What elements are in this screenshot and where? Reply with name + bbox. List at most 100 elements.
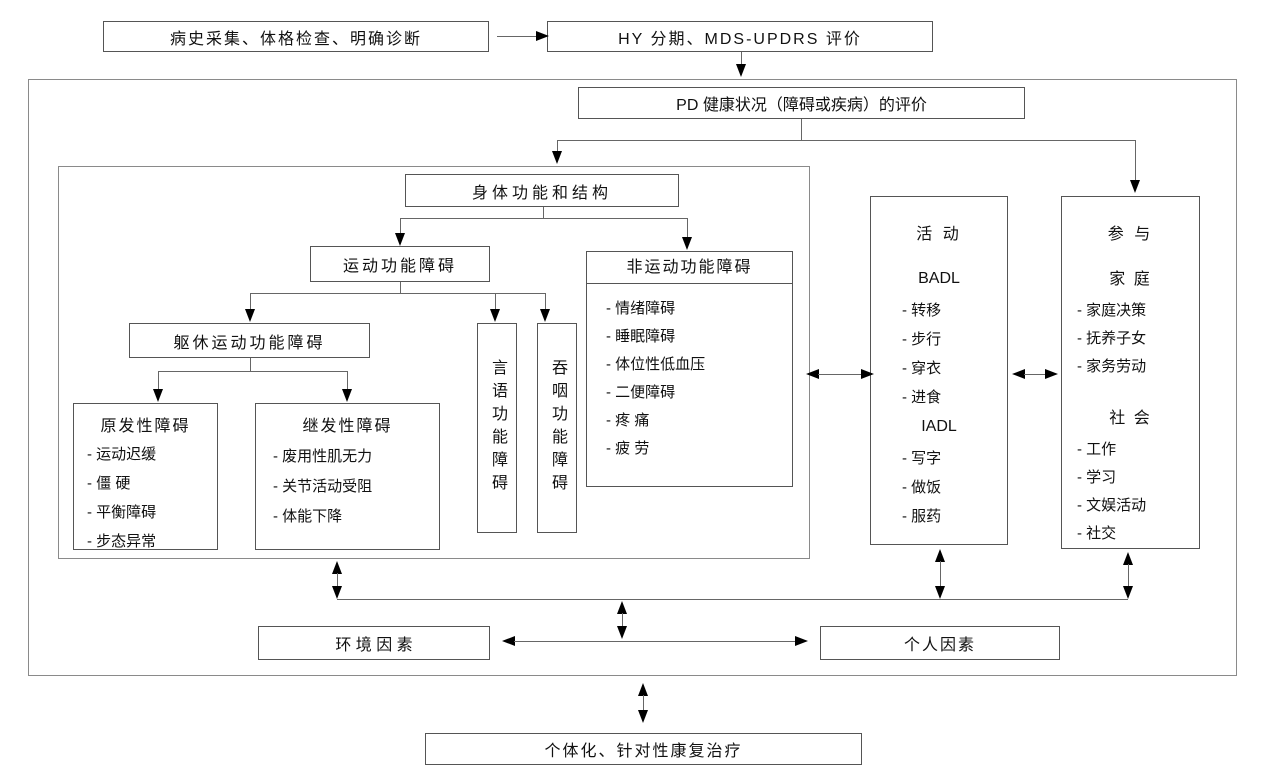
connector-body-riser: [543, 207, 544, 218]
list-item: - 抚养子女: [1077, 330, 1147, 347]
arrowhead-right-to-staging: [536, 31, 549, 41]
inner-frame: [58, 166, 810, 559]
activity-box: 活 动 BADL - 转移 - 步行 - 穿衣 - 进食 IADL - 写字 -…: [870, 196, 1008, 545]
arrowhead-left-inner-activity: [806, 369, 819, 379]
connector-staging-down: [741, 52, 742, 65]
list-item: - 服药: [902, 508, 942, 525]
hy-mds-updrs-box: HY 分期、MDS-UPDRS 评价: [547, 21, 933, 52]
arrowhead-down-treatment: [638, 710, 648, 723]
arrowhead-up-participation: [1123, 552, 1133, 565]
personal-factors-box: 个人因素: [820, 626, 1060, 660]
swallow-dysfunction-box: 吞咽功能障碍: [537, 323, 577, 533]
secondary-disorders-title: 继发性障碍: [302, 418, 393, 435]
connector-to-participation: [1135, 140, 1136, 181]
outer-frame: [28, 79, 1237, 676]
list-item: - 疲 劳: [606, 440, 650, 457]
connector-activity-down: [940, 561, 941, 587]
arrowhead-right-env-personal: [795, 636, 808, 646]
list-item: - 家庭决策: [1077, 302, 1147, 319]
arrowhead-down-to-swallow: [540, 309, 550, 322]
arrowhead-down-to-secondary: [342, 389, 352, 402]
arrowhead-down-to-inner-frame: [552, 151, 562, 164]
list-item: - 社交: [1077, 525, 1117, 542]
arrowhead-down-to-participation: [1130, 180, 1140, 193]
arrowhead-down-to-nonmotor: [682, 237, 692, 250]
secondary-disorders-box: 继发性障碍 - 废用性肌无力 - 关节活动受阻 - 体能下降: [255, 403, 440, 550]
arrowhead-down-to-outer-frame: [736, 64, 746, 77]
arrowhead-down-context: [617, 626, 627, 639]
connector-motor-split: [250, 293, 545, 294]
participation-title: 参 与: [1107, 226, 1154, 243]
connector-to-primary: [158, 371, 159, 390]
connector-participation-down: [1128, 564, 1129, 587]
nonmotor-dysfunction-title: 非运动功能障碍: [587, 252, 792, 284]
history-exam-diagnosis-box: 病史采集、体格检查、明确诊断: [103, 21, 489, 52]
list-item: - 进食: [902, 389, 942, 406]
list-item: - 步行: [902, 331, 942, 348]
connector-to-motor: [400, 218, 401, 234]
connector-activity-participation: [1024, 374, 1046, 375]
arrowhead-left-env-personal: [502, 636, 515, 646]
connector-trunk-riser: [250, 358, 251, 371]
connector-to-nonmotor: [687, 218, 688, 238]
arrowhead-down-to-trunk-motor: [245, 309, 255, 322]
list-item: - 穿衣: [902, 360, 942, 377]
social-title: 社 会: [1109, 410, 1152, 427]
list-item: - 家务劳动: [1077, 358, 1147, 375]
list-item: - 关节活动受阻: [273, 478, 373, 495]
connector-env-personal: [514, 641, 796, 642]
connector-inner-activity: [818, 374, 862, 375]
list-item: - 体位性低血压: [606, 356, 706, 373]
connector-to-speech: [495, 293, 496, 310]
arrowhead-down-inner-frame: [332, 586, 342, 599]
connector-to-inner-frame: [557, 140, 558, 152]
trunk-motor-dysfunction-box: 躯休运动功能障碍: [129, 323, 370, 358]
list-item: - 疼 痛: [606, 412, 650, 429]
arrowhead-down-to-primary: [153, 389, 163, 402]
primary-disorders-title: 原发性障碍: [100, 418, 191, 435]
arrowhead-down-to-motor: [395, 233, 405, 246]
connector-treatment: [643, 695, 644, 711]
arrowhead-up-treatment: [638, 683, 648, 696]
connector-to-secondary: [347, 371, 348, 390]
activity-title: 活 动: [916, 226, 962, 243]
arrowhead-left-activity-participation: [1012, 369, 1025, 379]
nonmotor-dysfunction-box: 非运动功能障碍 - 情绪障碍 - 睡眠障碍 - 体位性低血压 - 二便障碍 - …: [586, 251, 793, 487]
list-item: - 体能下降: [273, 508, 343, 525]
list-item: - 文娱活动: [1077, 497, 1147, 514]
list-item: - 运动迟缓: [87, 446, 157, 463]
connector-to-swallow: [545, 293, 546, 310]
connector-inner-down: [337, 573, 338, 587]
connector-pd-riser: [801, 119, 802, 140]
list-item: - 情绪障碍: [606, 300, 676, 317]
arrowhead-up-context: [617, 601, 627, 614]
primary-disorders-box: 原发性障碍 - 运动迟缓 - 僵 硬 - 平衡障碍 - 步态异常: [73, 403, 218, 550]
participation-box: 参 与 家 庭 - 家庭决策 - 抚养子女 - 家务劳动 社 会 - 工作 - …: [1061, 196, 1200, 549]
motor-dysfunction-box: 运动功能障碍: [310, 246, 490, 282]
rehabilitation-treatment-box: 个体化、针对性康复治疗: [425, 733, 862, 765]
body-function-structure-box: 身体功能和结构: [405, 174, 679, 207]
connector-context-down: [622, 613, 623, 627]
list-item: - 转移: [902, 302, 942, 319]
family-title: 家 庭: [1109, 271, 1152, 288]
list-item: - 平衡障碍: [87, 504, 157, 521]
arrowhead-down-activity: [935, 586, 945, 599]
connector-contextual-bus: [337, 599, 1128, 600]
arrowhead-right-inner-activity: [861, 369, 874, 379]
list-item: - 写字: [902, 450, 942, 467]
connector-pd-split: [557, 140, 1135, 141]
list-item: - 睡眠障碍: [606, 328, 676, 345]
arrowhead-down-participation: [1123, 586, 1133, 599]
badl-title: BADL: [918, 270, 960, 287]
environmental-factors-box: 环 境 因 素: [258, 626, 490, 660]
list-item: - 废用性肌无力: [273, 448, 373, 465]
connector-history-to-staging: [497, 36, 537, 37]
list-item: - 做饭: [902, 479, 942, 496]
connector-body-split: [400, 218, 687, 219]
arrowhead-down-to-speech: [490, 309, 500, 322]
list-item: - 僵 硬: [87, 475, 131, 492]
pd-health-assessment-box: PD 健康状况（障碍或疾病）的评价: [578, 87, 1025, 119]
connector-trunk-split: [158, 371, 347, 372]
speech-dysfunction-box: 言语功能障碍: [477, 323, 517, 533]
